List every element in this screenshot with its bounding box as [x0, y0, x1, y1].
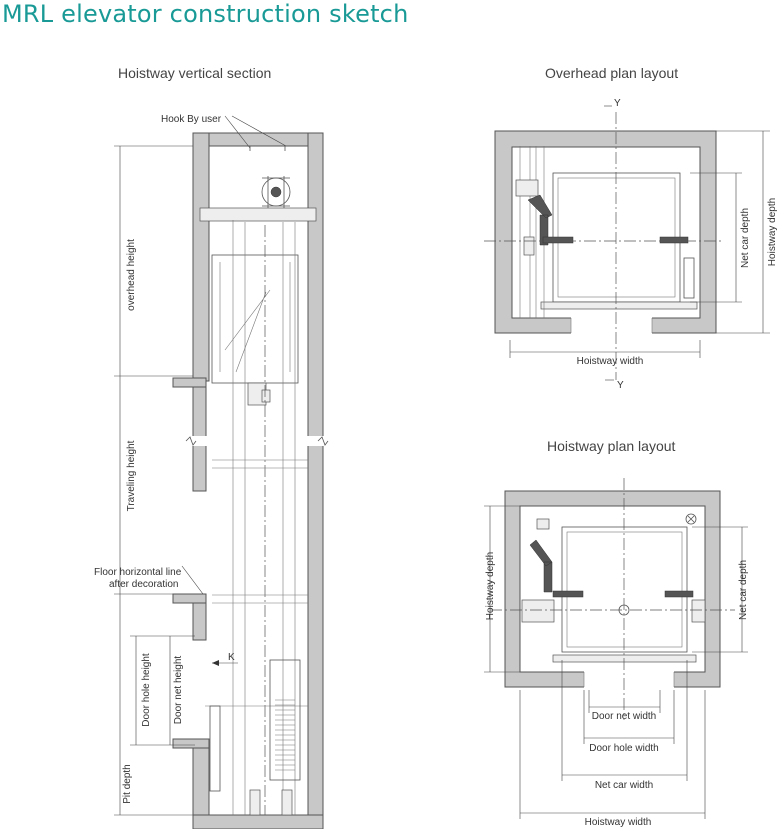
hook-points — [249, 146, 286, 151]
counterweight-fillers — [275, 699, 295, 771]
hoistway-car-sill — [552, 654, 697, 663]
hoistway-car-inner — [566, 531, 683, 648]
hoistway-machine-arm — [529, 539, 553, 593]
section-left-wall-upper — [192, 132, 210, 382]
hook-label: Hook By user — [161, 114, 222, 125]
hoistway-vertical-section: Hoistway vertical section — [94, 65, 330, 829]
landing-sill-lower — [172, 738, 210, 749]
floor-line-label-2: after decoration — [109, 579, 179, 590]
cwt-buffer — [281, 789, 293, 816]
pit-depth-label: Pit depth — [122, 764, 133, 803]
hoistway-right-bracket — [691, 599, 706, 623]
hoistway-plan-layout: Hoistway plan layout Hoistway depth Net … — [484, 438, 749, 828]
overhead-control-box — [683, 257, 695, 299]
overhead-door-opening — [571, 316, 652, 334]
hoistway-hook-icon — [685, 513, 697, 525]
net-car-width-label: Net car width — [595, 780, 653, 791]
machine-beam — [199, 207, 317, 222]
landing-sill-upper — [172, 377, 207, 388]
guide-rails — [232, 220, 296, 815]
y-top-label: Y — [614, 98, 621, 109]
hoistway-rail-left — [552, 590, 584, 598]
floor-line-label-1: Floor horizontal line — [94, 567, 182, 578]
hoistway-door-opening — [584, 670, 674, 688]
hoistway-vertical-dims — [484, 505, 748, 673]
pit-ladder — [209, 705, 221, 792]
section-pit-floor — [192, 814, 324, 829]
vertical-section-title: Hoistway vertical section — [118, 65, 271, 81]
hook-leaders — [224, 115, 287, 149]
hoistway-walls — [504, 490, 721, 688]
overhead-centerlines — [484, 112, 724, 380]
section-left-wall-pit — [192, 744, 210, 816]
section-top-slab — [192, 132, 324, 147]
overhead-dimension-lines — [509, 130, 770, 358]
traction-sheave-icon — [270, 186, 282, 198]
k-label: K — [228, 652, 235, 663]
hoistway-plan-title: Hoistway plan layout — [547, 438, 676, 454]
vertical-dimension-lines — [114, 145, 195, 816]
overhead-cwt-frame — [519, 146, 545, 318]
machine-frame — [262, 176, 290, 208]
hoistway-bracket-top — [536, 518, 550, 530]
section-right-wall — [307, 132, 324, 829]
hoistway-counterweight-box — [521, 599, 555, 623]
floor-line-leader — [181, 565, 204, 595]
hoistway-door-jambs — [583, 672, 675, 687]
break-symbol — [185, 436, 329, 446]
overhead-bracket — [523, 236, 535, 256]
section-left-wall-lower — [192, 599, 207, 641]
overhead-car-sill — [540, 301, 698, 310]
car-buffer — [249, 789, 261, 816]
hoistway-horizontal-dims — [519, 660, 706, 819]
traveling-height-label: Traveling height — [126, 440, 137, 511]
overhead-car-inner — [557, 177, 676, 298]
door-net-height-label: Door net height — [173, 656, 184, 725]
hoistway-car — [561, 526, 688, 653]
elevator-car — [211, 254, 299, 384]
overhead-hoistway-depth-label: Hoistway depth — [767, 198, 778, 266]
break-gap — [185, 436, 330, 446]
counterweight — [269, 659, 301, 781]
landing-sill-middle — [172, 593, 207, 604]
hoistway-width-label: Hoistway width — [585, 817, 652, 828]
hoistway-rail-right — [664, 590, 694, 598]
overhead-hoistway-width-label: Hoistway width — [577, 356, 644, 367]
door-net-width-label: Door net width — [592, 711, 656, 722]
door-hole-height-label: Door hole height — [141, 653, 152, 727]
page-title: MRL elevator construction sketch — [2, 0, 409, 28]
safety-gear — [261, 389, 271, 403]
car-details — [219, 262, 291, 373]
y-bottom-label: Y — [617, 380, 624, 391]
overhead-plan-title: Overhead plan layout — [545, 65, 678, 81]
overhead-machine-arm — [527, 194, 553, 246]
overhead-plan-layout: Overhead plan layout Y Y Net car depth H… — [484, 65, 778, 391]
overhead-net-car-depth-label: Net car depth — [740, 208, 751, 268]
hoistway-centerlines — [490, 478, 735, 720]
overhead-door-jambs — [570, 318, 653, 333]
overhead-machine-icon — [515, 179, 539, 197]
overhead-height-label: overhead height — [126, 239, 137, 311]
hoistway-depth-label: Hoistway depth — [485, 552, 496, 620]
hoistway-hook-cross — [687, 515, 695, 523]
k-arrow-icon — [212, 660, 219, 666]
overhead-rail-left — [542, 236, 574, 244]
overhead-rail-right — [659, 236, 689, 244]
hoistway-net-car-depth-label: Net car depth — [738, 560, 749, 620]
door-hole-width-label: Door hole width — [589, 743, 658, 754]
landing-lines — [205, 459, 308, 707]
